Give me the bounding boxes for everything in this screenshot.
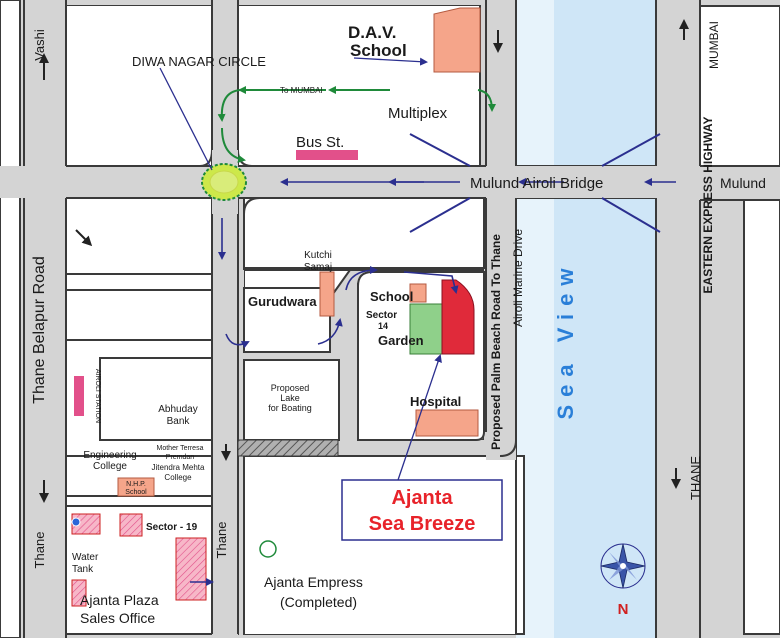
- kutchi-samaj-building[interactable]: [319, 271, 335, 317]
- dav-school-label-1: D.A.V.: [348, 23, 397, 42]
- sector19-building[interactable]: [119, 513, 143, 537]
- road-direction-arrows: [39, 19, 689, 503]
- garden-label: Garden: [378, 333, 424, 348]
- vashi-label: Vashi: [32, 29, 47, 61]
- ajanta-plaza-label-1: Ajanta Plaza: [80, 592, 159, 608]
- pointer-lines: [159, 57, 442, 481]
- mulund-label: Mulund: [720, 175, 766, 191]
- north-label: N: [618, 601, 629, 618]
- bus-st-label: Bus St.: [296, 134, 344, 151]
- compass-icon: [600, 543, 646, 589]
- engineering-college-label-1: Engineering: [83, 450, 136, 461]
- ajanta-sea-breeze-plot[interactable]: [441, 279, 475, 355]
- thane-belapur-road-label: Thane Belapur Road: [31, 256, 48, 404]
- airoli-station-marker[interactable]: [74, 376, 84, 416]
- abhuday-bank-label-2: Bank: [167, 416, 191, 427]
- nhp-school-label-1: N.H.P.: [126, 481, 146, 488]
- proposed-lake-label-1: Proposed: [271, 383, 310, 393]
- proposed-playground-icon: [259, 540, 277, 558]
- hospital-building[interactable]: [415, 409, 479, 437]
- water-tank-icon: [71, 517, 81, 527]
- gurudwara-label: Gurudwara: [248, 294, 317, 309]
- water-tank-label-1: Water: [72, 552, 99, 563]
- sea-view-label: Sea View: [553, 261, 578, 420]
- jitendra-mehta-label-1: Jitendra Mehta: [152, 463, 205, 472]
- dav-school-building[interactable]: [433, 7, 481, 73]
- ajanta-empress-building[interactable]: [175, 537, 207, 601]
- nhp-school-label-2: School: [125, 489, 147, 496]
- engineering-college-label-2: College: [93, 461, 127, 472]
- ajanta-empress-label-1: Ajanta Empress: [264, 574, 363, 590]
- palm-beach-road-label: Proposed Palm Beach Road To Thane: [489, 234, 503, 450]
- sector19-label: Sector - 19: [146, 522, 198, 533]
- mother-teresa-label-2: Premdan: [166, 454, 195, 461]
- water-tank-label-2: Tank: [72, 564, 94, 575]
- multiplex-label: Multiplex: [388, 105, 448, 122]
- traffic-arrows: [190, 178, 676, 586]
- labels: Vashi Thane Belapur Road To MUMBAI Mulun…: [31, 21, 766, 626]
- airoli-station-label: AIROLI STATION: [94, 369, 101, 423]
- ajanta-plaza-building[interactable]: [71, 579, 87, 607]
- hospital-label: Hospital: [410, 394, 461, 409]
- ajanta-empress-label-2: (Completed): [280, 594, 357, 610]
- green-arrows: [217, 86, 496, 163]
- jitendra-mehta-label-2: College: [164, 473, 192, 482]
- school-sector14-building[interactable]: [409, 283, 427, 303]
- dav-school-label-2: School: [350, 41, 407, 60]
- eastern-express-highway-label: EASTERN EXPRESS HIGHWAY: [701, 117, 715, 294]
- featured-line2: Sea Breeze: [369, 513, 476, 535]
- thane-right-label: THANE: [688, 456, 703, 500]
- proposed-lake-label-3: for Boating: [268, 403, 312, 413]
- bridge-rails: [409, 133, 661, 233]
- mulund-airoli-bridge-label: Mulund Airoli Bridge: [470, 175, 603, 192]
- mumbai-label: MUMBAI: [707, 21, 721, 69]
- featured-line1: Ajanta: [391, 487, 453, 509]
- abhuday-bank-label-1: Abhuday: [158, 404, 197, 415]
- proposed-lake-label-2: Lake: [280, 393, 300, 403]
- ajanta-plaza-label-2: Sales Office: [80, 610, 155, 626]
- airoli-marine-drive-label: Airoli Marine Drive: [511, 229, 525, 327]
- to-mumbai-label: To MUMBAI: [280, 86, 323, 95]
- thane-center-label: Thane: [214, 522, 229, 559]
- bus-stand-marker[interactable]: [296, 150, 358, 160]
- nhp-school-building[interactable]: [117, 477, 155, 497]
- sector14-label-1: Sector: [366, 310, 397, 321]
- kutchi-samaj-label-1: Kutchi: [304, 250, 332, 261]
- garden-plot[interactable]: [409, 303, 443, 355]
- mother-teresa-label-1: Mother Terresa: [157, 445, 204, 452]
- thane-left-label: Thane: [32, 532, 47, 569]
- sector14-label-2: 14: [378, 321, 388, 331]
- school-label: School: [370, 289, 413, 304]
- featured-project-box[interactable]: [341, 479, 503, 541]
- railway-hatch: [237, 439, 339, 457]
- diwa-nagar-circle-label: DIWA NAGAR CIRCLE: [132, 54, 266, 69]
- kutchi-samaj-label-2: Samaj: [304, 262, 332, 273]
